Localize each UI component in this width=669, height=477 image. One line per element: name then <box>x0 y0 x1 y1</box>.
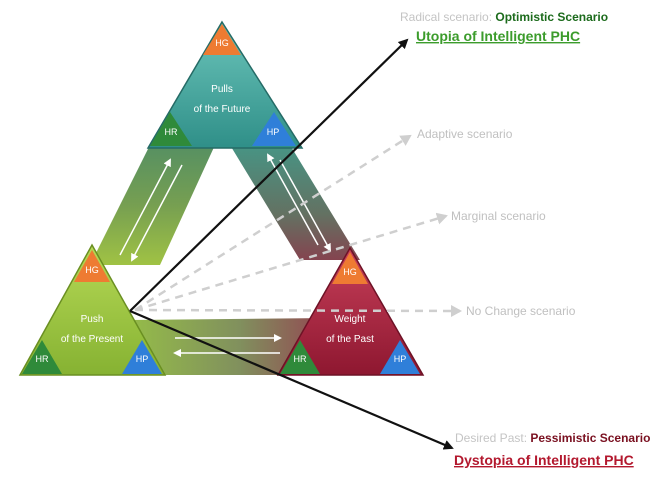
past-title-line2: of the Past <box>326 334 374 345</box>
future-hp-label: HP <box>267 127 280 137</box>
no-change-scenario-arrow <box>134 304 462 317</box>
flow-arrow-left-up <box>119 158 171 256</box>
optimistic-scenario-label: Optimistic Scenario <box>495 10 608 24</box>
desired-past-prefix: Desired Past: <box>455 431 530 445</box>
present-triangle <box>18 243 167 376</box>
desired-past-label: Desired Past: Pessimistic Scenario <box>455 431 650 445</box>
future-hg-label: HG <box>215 38 229 48</box>
marginal-scenario-arrow <box>134 212 448 312</box>
utopia-title: Utopia of Intelligent PHC <box>416 28 580 44</box>
past-hp-badge <box>380 340 420 374</box>
radical-scenario-prefix: Radical scenario: <box>400 10 495 24</box>
future-title-line2: of the Future <box>194 104 251 115</box>
past-hr-badge <box>280 340 320 374</box>
past-hp-label: HP <box>394 354 407 364</box>
no-change-scenario-label: No Change scenario <box>466 304 576 318</box>
present-title-line2: of the Present <box>61 334 123 345</box>
flow-arrow-right-up <box>267 153 319 246</box>
present-title-line1: Push <box>81 314 104 325</box>
pessimistic-scenario-label: Pessimistic Scenario <box>530 431 650 445</box>
corner-present: HG HR HP Push of the Present <box>18 243 167 376</box>
past-title-line1: Weight <box>335 314 366 325</box>
future-triangle <box>146 20 304 149</box>
dystopia-title: Dystopia of Intelligent PHC <box>454 452 634 468</box>
band-future-present <box>90 145 215 265</box>
future-hr-label: HR <box>165 127 178 137</box>
future-hr-badge <box>150 112 192 146</box>
past-hg-label: HG <box>343 267 357 277</box>
present-hp-label: HP <box>136 354 149 364</box>
future-title-line1: Pulls <box>211 84 233 95</box>
past-hg-badge <box>332 252 368 284</box>
past-hr-label: HR <box>294 354 307 364</box>
future-hp-badge <box>252 112 296 146</box>
present-hg-label: HG <box>85 265 99 275</box>
present-hr-label: HR <box>36 354 49 364</box>
future-hg-badge <box>203 24 241 55</box>
marginal-scenario-label: Marginal scenario <box>451 209 546 223</box>
present-hr-badge <box>22 340 62 374</box>
radical-scenario-label: Radical scenario: Optimistic Scenario <box>400 10 608 24</box>
present-hp-badge <box>122 340 162 374</box>
radical-scenario-arrow <box>129 38 409 312</box>
adaptive-scenario-arrow <box>134 134 412 312</box>
desired-past-arrow <box>129 309 454 450</box>
adaptive-scenario-label: Adaptive scenario <box>417 127 513 141</box>
flow-arrow-right-down <box>279 159 331 252</box>
present-hg-badge <box>74 250 110 282</box>
corner-future: HG HR HP Pulls of the Future <box>146 20 304 149</box>
flow-arrow-left-down <box>131 164 183 262</box>
